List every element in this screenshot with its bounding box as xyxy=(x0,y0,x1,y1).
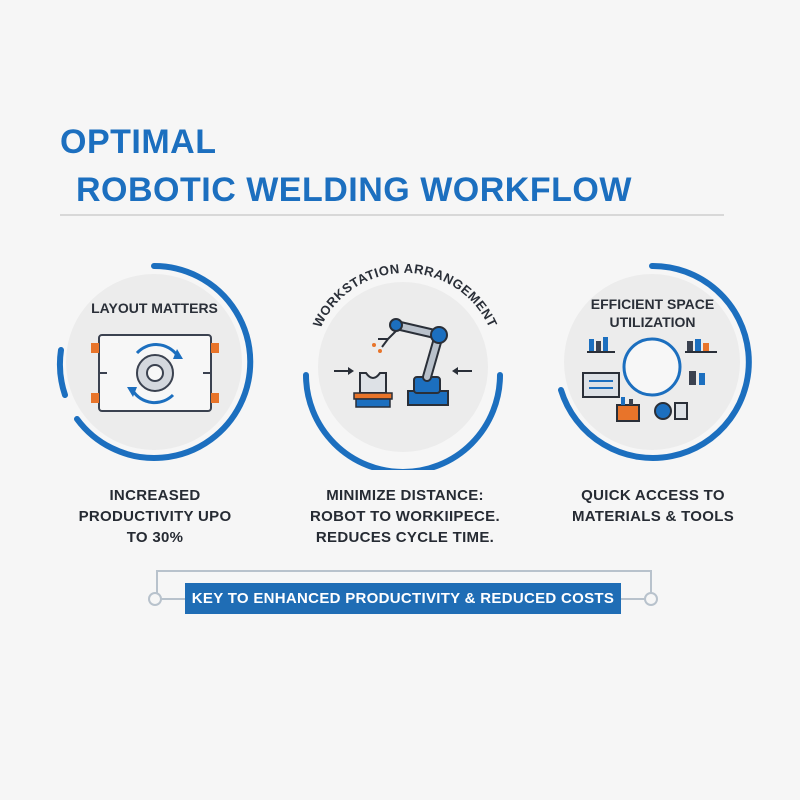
page-title: OPTIMAL ROBOTIC WELDING WORKFLOW xyxy=(60,118,632,214)
caption-space: QUICK ACCESS TO MATERIALS & TOOLS xyxy=(538,485,768,527)
caption-workstation-line-2: ROBOT TO WORKIIPECE. xyxy=(310,508,500,525)
panel-workstation-arrangement: WORKSTATION ARRANGEMENT xyxy=(296,255,511,470)
panel-label-space: EFFICIENT SPACE UTILIZATION xyxy=(545,295,760,331)
caption-layout-line-2: PRODUCTIVITY UPO xyxy=(78,508,232,525)
title-line-1: OPTIMAL xyxy=(60,123,217,161)
caption-workstation: MINIMIZE DISTANCE: ROBOT TO WORKIIPECE. … xyxy=(290,485,520,548)
panel-layout-matters: LAYOUT MATTERS xyxy=(47,255,262,470)
title-line-2: ROBOTIC WELDING WORKFLOW xyxy=(76,171,632,209)
key-banner: KEY TO ENHANCED PRODUCTIVITY & REDUCED C… xyxy=(185,583,621,614)
connector-left-vertical xyxy=(156,570,158,600)
caption-layout-line-1: INCREASED xyxy=(109,487,201,504)
panel-label-space-line-1: EFFICIENT SPACE xyxy=(590,296,715,312)
connector-dot-right xyxy=(644,592,658,606)
connector-bottom-right xyxy=(621,598,651,600)
key-banner-text: KEY TO ENHANCED PRODUCTIVITY & REDUCED C… xyxy=(191,590,615,607)
caption-layout-line-3: TO 30% xyxy=(126,529,184,546)
caption-space-line-1: QUICK ACCESS TO xyxy=(581,487,725,504)
connector-bottom-left xyxy=(156,598,186,600)
rotating-fixture-icon xyxy=(56,262,254,461)
caption-workstation-line-3: REDUCES CYCLE TIME. xyxy=(315,529,495,546)
connector-dot-left xyxy=(148,592,162,606)
connector-right-vertical xyxy=(650,570,652,600)
caption-space-line-2: MATERIALS & TOOLS xyxy=(571,508,735,525)
caption-layout: INCREASED PRODUCTIVITY UPO TO 30% xyxy=(40,485,270,548)
panel-label-layout: LAYOUT MATTERS xyxy=(91,300,218,316)
connector-top-line xyxy=(156,570,652,572)
robot-arm-icon: WORKSTATION ARRANGEMENT xyxy=(303,261,503,470)
title-divider xyxy=(60,214,724,216)
caption-workstation-line-1: MINIMIZE DISTANCE: xyxy=(326,487,484,504)
panel-efficient-space: EFFICIENT SPACE UTILIZATION xyxy=(545,255,760,470)
panel-label-space-line-2: UTILIZATION xyxy=(609,314,696,330)
shelves-tools-icon xyxy=(558,262,752,461)
